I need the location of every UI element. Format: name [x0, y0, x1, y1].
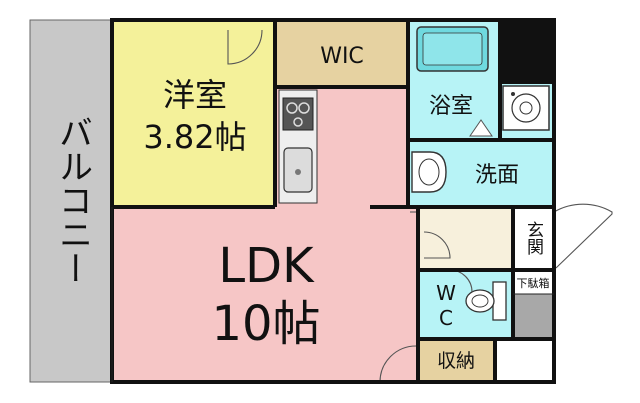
shoe-box-label: 下駄箱: [517, 276, 550, 290]
shoe-box-area: [513, 294, 554, 339]
western-room-size: 3.82帖: [143, 118, 246, 156]
bathtub-icon: [416, 26, 489, 72]
kitchen-sink-icon: [283, 147, 313, 193]
walls: [110, 18, 556, 384]
storage-label: 収納: [437, 350, 475, 372]
western-room-area: [112, 20, 275, 207]
toilet-icon: [465, 281, 507, 321]
entrance-label: 玄関: [523, 221, 543, 255]
shoe-box-label-area: [513, 270, 554, 294]
storage-area: [418, 339, 495, 382]
wash-basin-icon: [411, 151, 447, 193]
ldk-size: 10帖: [211, 296, 320, 352]
bath-label: 浴室: [429, 94, 473, 119]
entrance-hall-area: [418, 207, 513, 270]
entrance-area: [513, 207, 554, 270]
ldk-area: [112, 87, 418, 382]
washroom-label: 洗面: [475, 163, 519, 188]
western-room-name: 洋室: [163, 76, 227, 114]
balcony-label: バルコニー: [53, 115, 93, 285]
washing-machine-icon: [502, 85, 550, 131]
balcony-area: [29, 19, 113, 383]
kitchen-stove-icon: [282, 97, 314, 131]
wic-area: [275, 20, 408, 87]
ldk-name: LDK: [218, 238, 315, 294]
wc-label-c: C: [439, 306, 453, 330]
wic-label: WIC: [320, 44, 364, 69]
pipe-shaft: [500, 20, 554, 84]
bath-door-icon: [469, 119, 493, 137]
wc-label-w: W: [436, 281, 456, 305]
